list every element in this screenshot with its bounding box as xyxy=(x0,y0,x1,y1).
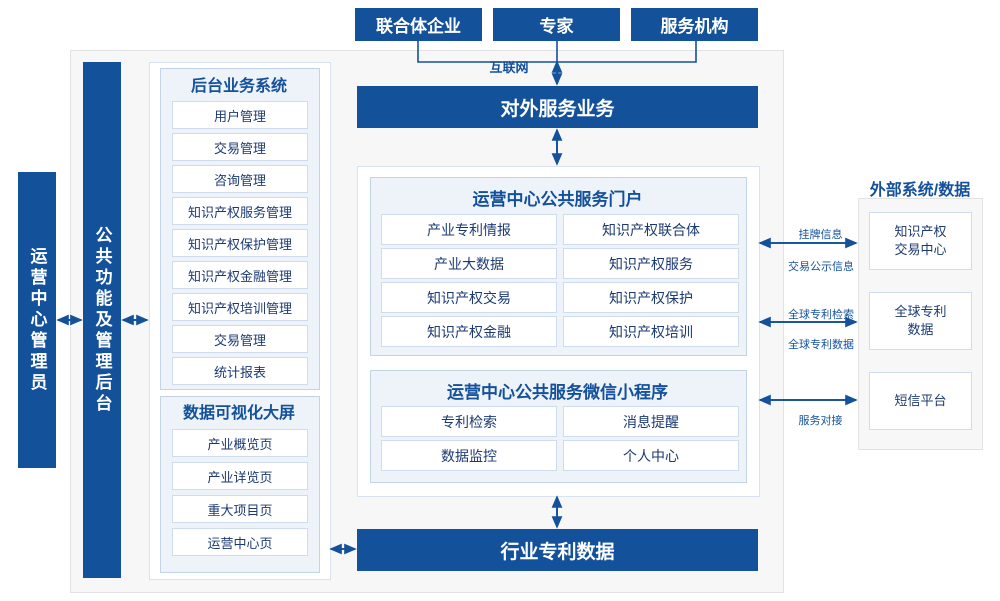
backend-item-1-label: 交易管理 xyxy=(213,140,266,156)
backend-item-6-label: 知识产权培训管理 xyxy=(187,300,292,316)
external-service-business-box[interactable]: 对外服务业务 xyxy=(357,86,758,128)
portal-item-4[interactable]: 知识产权交易 xyxy=(381,282,557,313)
link-label-global-patent-search-text: 全球专利检索 xyxy=(788,309,854,321)
top-node-expert[interactable]: 专家 xyxy=(493,8,620,41)
industry-patent-data-label: 行业专利数据 xyxy=(500,541,615,563)
link-label-global-patent-search: 全球专利检索 xyxy=(778,306,864,322)
data-visual-item-1-label: 产业详览页 xyxy=(207,469,273,485)
external-node-ip-exchange-label: 知识产权 交易中心 xyxy=(894,224,947,257)
data-visual-item-3[interactable]: 运营中心页 xyxy=(172,528,308,556)
top-node-service-org-label: 服务机构 xyxy=(660,17,729,36)
portal-item-2[interactable]: 产业大数据 xyxy=(381,248,557,279)
data-visual-item-2-label: 重大项目页 xyxy=(207,502,273,518)
backend-item-0-label: 用户管理 xyxy=(213,108,266,124)
external-systems-title-text: 外部系统/数据 xyxy=(869,182,971,199)
link-label-transaction-public-info-text: 交易公示信息 xyxy=(788,261,854,273)
backend-item-8[interactable]: 统计报表 xyxy=(172,357,308,385)
external-node-sms[interactable]: 短信平台 xyxy=(869,372,972,430)
portal-item-7[interactable]: 知识产权培训 xyxy=(563,316,739,347)
portal-item-2-label: 产业大数据 xyxy=(434,255,504,272)
backend-item-0[interactable]: 用户管理 xyxy=(172,101,308,129)
backend-item-1[interactable]: 交易管理 xyxy=(172,133,308,161)
backend-item-2-label: 咨询管理 xyxy=(213,172,266,188)
portal-item-5[interactable]: 知识产权保护 xyxy=(563,282,739,313)
common-backend-label: 公共功能及管理后台 xyxy=(92,225,112,415)
operations-admin-label: 运营中心管理员 xyxy=(27,246,47,394)
backend-system-title-text: 后台业务系统 xyxy=(190,78,287,95)
miniprogram-item-1-label: 消息提醒 xyxy=(623,413,679,430)
link-label-service-docking-text: 服务对接 xyxy=(798,415,843,427)
portal-item-3-label: 知识产权服务 xyxy=(609,255,693,272)
miniprogram-item-3[interactable]: 个人中心 xyxy=(563,440,739,471)
backend-item-4[interactable]: 知识产权保护管理 xyxy=(172,229,308,257)
internet-label-text: 互联网 xyxy=(489,60,529,75)
backend-item-2[interactable]: 咨询管理 xyxy=(172,165,308,193)
external-node-global-patent[interactable]: 全球专利 数据 xyxy=(869,292,972,350)
miniprogram-item-3-label: 个人中心 xyxy=(623,447,679,464)
data-visual-item-0-label: 产业概览页 xyxy=(207,436,273,452)
backend-item-7-label: 交易管理 xyxy=(213,332,266,348)
link-label-service-docking: 服务对接 xyxy=(783,412,858,428)
backend-item-5-label: 知识产权金融管理 xyxy=(187,268,292,284)
top-node-alliance-label: 联合体企业 xyxy=(376,17,461,36)
operations-admin-box[interactable]: 运营中心管理员 xyxy=(18,172,56,468)
top-node-alliance[interactable]: 联合体企业 xyxy=(355,8,482,41)
portal-item-7-label: 知识产权培训 xyxy=(609,323,693,340)
external-service-business-label: 对外服务业务 xyxy=(500,98,615,120)
portal-title: 运营中心公共服务门户 xyxy=(370,184,745,210)
portal-title-text: 运营中心公共服务门户 xyxy=(472,189,643,209)
link-label-global-patent-data-text: 全球专利数据 xyxy=(788,339,854,351)
portal-item-6[interactable]: 知识产权金融 xyxy=(381,316,557,347)
portal-item-6-label: 知识产权金融 xyxy=(427,323,511,340)
portal-item-5-label: 知识产权保护 xyxy=(609,289,693,306)
miniprogram-title-text: 运营中心公共服务微信小程序 xyxy=(447,382,668,402)
backend-item-4-label: 知识产权保护管理 xyxy=(187,236,292,252)
external-node-ip-exchange[interactable]: 知识产权 交易中心 xyxy=(869,212,972,270)
internet-label: 互联网 xyxy=(469,57,549,75)
miniprogram-item-0-label: 专利检索 xyxy=(441,413,497,430)
link-label-listing-info-text: 挂牌信息 xyxy=(798,229,843,241)
top-node-service-org[interactable]: 服务机构 xyxy=(631,8,758,41)
data-visual-item-2[interactable]: 重大项目页 xyxy=(172,495,308,523)
backend-item-7[interactable]: 交易管理 xyxy=(172,325,308,353)
miniprogram-item-2-label: 数据监控 xyxy=(441,447,497,464)
backend-item-3[interactable]: 知识产权服务管理 xyxy=(172,197,308,225)
industry-patent-data-box[interactable]: 行业专利数据 xyxy=(357,529,758,571)
miniprogram-title: 运营中心公共服务微信小程序 xyxy=(370,377,745,403)
miniprogram-item-0[interactable]: 专利检索 xyxy=(381,406,557,437)
link-label-listing-info: 挂牌信息 xyxy=(783,226,858,242)
portal-item-0[interactable]: 产业专利情报 xyxy=(381,214,557,245)
external-node-sms-label: 短信平台 xyxy=(894,393,947,409)
miniprogram-item-1[interactable]: 消息提醒 xyxy=(563,406,739,437)
backend-item-8-label: 统计报表 xyxy=(213,364,266,380)
data-visual-item-0[interactable]: 产业概览页 xyxy=(172,429,308,457)
common-backend-box[interactable]: 公共功能及管理后台 xyxy=(83,62,121,578)
link-label-transaction-public-info: 交易公示信息 xyxy=(778,258,864,274)
backend-item-3-label: 知识产权服务管理 xyxy=(187,204,292,220)
data-visual-item-3-label: 运营中心页 xyxy=(207,535,273,551)
portal-item-1[interactable]: 知识产权联合体 xyxy=(563,214,739,245)
portal-item-0-label: 产业专利情报 xyxy=(427,221,511,238)
miniprogram-item-2[interactable]: 数据监控 xyxy=(381,440,557,471)
portal-item-3[interactable]: 知识产权服务 xyxy=(563,248,739,279)
top-node-expert-label: 专家 xyxy=(539,17,574,36)
external-node-global-patent-label: 全球专利 数据 xyxy=(894,304,947,337)
data-visual-title: 数据可视化大屏 xyxy=(160,399,318,423)
data-visual-title-text: 数据可视化大屏 xyxy=(182,405,295,422)
backend-system-title: 后台业务系统 xyxy=(160,72,318,96)
external-systems-title: 外部系统/数据 xyxy=(846,177,994,199)
backend-item-6[interactable]: 知识产权培训管理 xyxy=(172,293,308,321)
link-label-global-patent-data: 全球专利数据 xyxy=(778,336,864,352)
data-visual-item-1[interactable]: 产业详览页 xyxy=(172,462,308,490)
portal-item-1-label: 知识产权联合体 xyxy=(602,221,700,238)
portal-item-4-label: 知识产权交易 xyxy=(427,289,511,306)
backend-item-5[interactable]: 知识产权金融管理 xyxy=(172,261,308,289)
